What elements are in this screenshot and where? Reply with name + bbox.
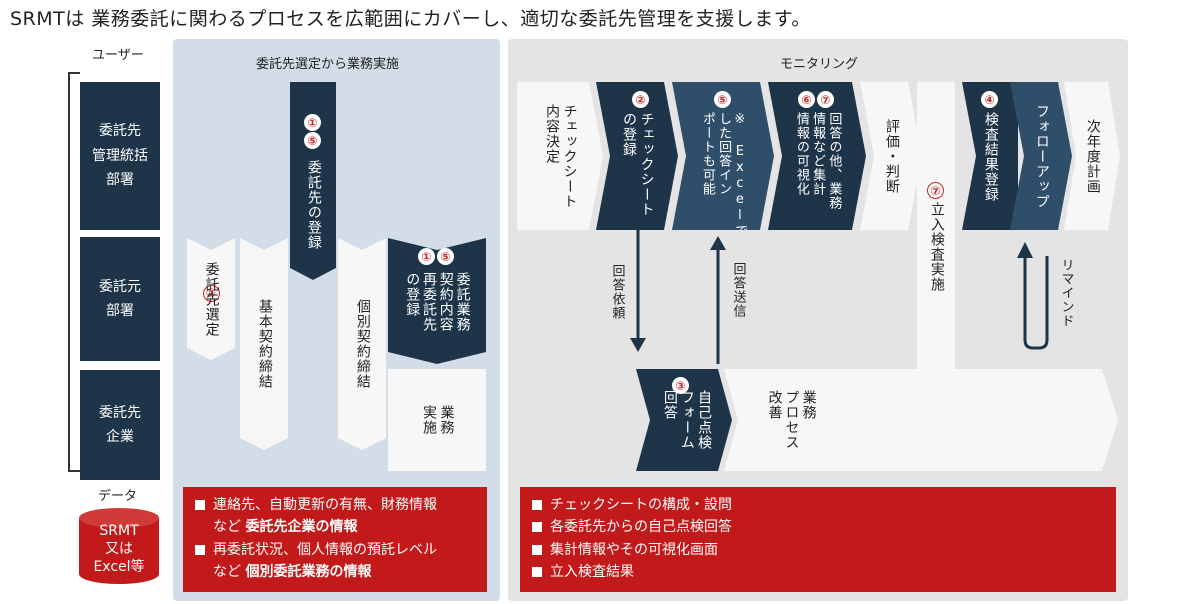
step-self-check: 自己点検 フォーム 回答 bbox=[636, 369, 732, 471]
business-execution-label: 業務 実施 bbox=[421, 405, 455, 435]
select-contractor-label: 委託先選定 bbox=[203, 262, 220, 337]
headline: SRMTは 業務委託に関わるプロセスを広範囲にカバーし、適切な委託先管理を支援し… bbox=[10, 8, 811, 30]
badge-1: ① bbox=[304, 114, 321, 131]
register-contractor-badges: ① ⑤ bbox=[304, 114, 321, 149]
checksheet-register-badge-2: ② bbox=[632, 91, 649, 108]
step-individual-contract: 個別契約締結 bbox=[338, 238, 386, 450]
users-bracket bbox=[68, 72, 80, 472]
info-left-item-4: など 個別委託業務の情報 bbox=[213, 564, 372, 581]
step-business-registration: 委託業務 契約内容 再委託先 の登録 bbox=[388, 238, 486, 364]
inspection-result-label: 検査結果登録 bbox=[982, 112, 999, 202]
panel-left-title: 委託先選定から業務実施 bbox=[256, 57, 400, 72]
follow-up-label: フォローアップ bbox=[1033, 103, 1050, 209]
info-box-left: 連絡先、自動更新の有無、財務情報 など 委託先企業の情報 再委託状況、個人情報の… bbox=[183, 487, 487, 592]
step-aggregate-visualize: 回答の他、業務 情報など集計 情報の可視化 bbox=[768, 82, 866, 230]
role-outsourcer-department: 委託元 部署 bbox=[80, 237, 160, 361]
badge-5: ⑤ bbox=[437, 248, 454, 265]
onsite-inspection-label: 立入検査実施 bbox=[928, 202, 945, 292]
arrow-remind-loop bbox=[1017, 242, 1049, 350]
evaluate-label: 評価・判断 bbox=[883, 118, 900, 194]
data-title: データ bbox=[98, 489, 138, 504]
step-basic-contract: 基本契約締結 bbox=[240, 238, 288, 450]
step-checksheet-decide: チェックシート 内容決定 bbox=[517, 82, 603, 230]
select-badge-7: ⑦ bbox=[203, 285, 220, 302]
step-select-contractor: ⑦ bbox=[187, 238, 235, 360]
info-right-item-4: 立入検査結果 bbox=[532, 561, 1104, 583]
excel-import-label: ※ Excelで収集 した回答イン ポートも可能 bbox=[699, 112, 748, 266]
info-left-item-2: など 委託先企業の情報 bbox=[213, 519, 358, 536]
self-check-badge-3: ③ bbox=[672, 377, 689, 394]
arrow-up-send bbox=[710, 236, 726, 364]
step-follow-up: フォローアップ bbox=[1010, 82, 1072, 230]
info-right-item-3: 集計情報やその可視化画面 bbox=[532, 539, 1104, 561]
step-business-execution: 業務 実施 bbox=[388, 369, 486, 471]
info-box-right: チェックシートの構成・設問 各委託先からの自己点検回答 集計情報やその可視化画面… bbox=[520, 487, 1116, 592]
checksheet-decide-label: チェックシート 内容決定 bbox=[544, 103, 578, 209]
checksheet-register-label: チェックシート の登録 bbox=[621, 112, 655, 217]
badge-7: ⑦ bbox=[817, 91, 834, 108]
step-register-contractor: 委託先の登録 bbox=[290, 82, 336, 280]
badge-1: ① bbox=[418, 248, 435, 265]
business-registration-label: 委託業務 契約内容 再委託先 の登録 bbox=[404, 272, 471, 332]
badge-6: ⑥ bbox=[798, 91, 815, 108]
role-management-department: 委託先 管理統括 部署 bbox=[80, 82, 160, 230]
register-contractor-label: 委託先の登録 bbox=[305, 160, 322, 250]
request-label: 回答依頼 bbox=[609, 264, 625, 320]
onsite-badge-7: ⑦ bbox=[927, 182, 944, 199]
data-store-label: SRMT 又は Excel等 bbox=[93, 523, 145, 576]
info-left-item-1: 連絡先、自動更新の有無、財務情報 bbox=[195, 494, 475, 516]
business-process-label: 業務 プロセス 改善 bbox=[766, 390, 817, 450]
badge-5: ⑤ bbox=[304, 132, 321, 149]
database-cylinder-icon bbox=[79, 508, 159, 584]
excel-import-badge-5: ⑤ bbox=[714, 91, 731, 108]
self-check-label: 自己点検 フォーム 回答 bbox=[661, 390, 712, 450]
send-label: 回答送信 bbox=[730, 262, 746, 318]
arrow-down-request bbox=[630, 230, 646, 352]
aggregate-badges: ⑥ ⑦ bbox=[798, 91, 834, 108]
individual-contract-label: 個別契約締結 bbox=[354, 299, 371, 389]
next-year-plan-label: 次年度計画 bbox=[1084, 118, 1101, 194]
business-registration-badges: ① ⑤ bbox=[418, 248, 454, 265]
info-right-item-2: 各委託先からの自己点検回答 bbox=[532, 516, 1104, 538]
step-business-process-improvement: 業務 プロセス 改善 bbox=[724, 369, 1118, 471]
info-right-item-1: チェックシートの構成・設問 bbox=[532, 494, 1104, 516]
users-title: ユーザー bbox=[92, 48, 144, 63]
panel-right-title: モニタリング bbox=[780, 57, 859, 72]
role-contractor-company: 委託先 企業 bbox=[80, 370, 160, 480]
data-store: SRMT 又は Excel等 bbox=[77, 506, 161, 586]
inspection-result-badge-4: ④ bbox=[981, 91, 998, 108]
aggregate-label: 回答の他、業務 情報など集計 情報の可視化 bbox=[793, 112, 842, 210]
basic-contract-label: 基本契約締結 bbox=[256, 299, 273, 389]
remind-label: リマインド bbox=[1058, 258, 1074, 328]
info-left-item-3: 再委託状況、個人情報の預託レベル bbox=[195, 539, 475, 561]
